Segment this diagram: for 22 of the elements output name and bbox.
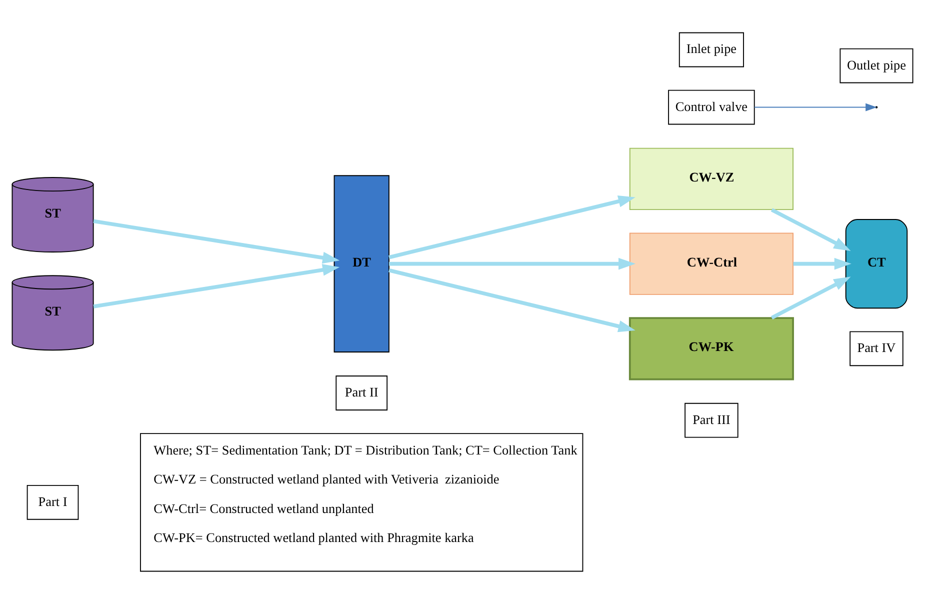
arrow xyxy=(770,276,851,319)
node-box: CW-VZ xyxy=(629,147,794,210)
node-box: Inlet pipe xyxy=(678,32,744,67)
node-box: Part III xyxy=(684,402,738,438)
arrow xyxy=(770,208,851,250)
arrow xyxy=(793,257,852,270)
node-box: Outlet pipe xyxy=(840,48,914,83)
node-box: CT xyxy=(845,218,908,308)
node-box: Where; ST= Sedimentation Tank; DT = Distribution Tank; CT= Collection Tank CW-VZ = Constructed wetland planted with Vetiveria zizanioide CW-Ctrl= Constructed wetland unplanted CW-PK= Constructed wetland planted with Phragmite karka xyxy=(140,432,584,572)
node-box: Control valve xyxy=(668,89,755,124)
arrow xyxy=(754,102,877,111)
node-box: Part I xyxy=(26,484,79,520)
node-box: Part IV xyxy=(850,330,904,366)
arrow xyxy=(388,195,636,259)
arrow xyxy=(93,263,340,308)
node-box: CW-PK xyxy=(628,316,794,380)
node-box: DT xyxy=(334,174,390,352)
arrow xyxy=(388,257,636,270)
arrow xyxy=(388,268,636,332)
node-box: CW-Ctrl xyxy=(629,232,794,294)
node-box: Part II xyxy=(336,375,388,410)
arrow xyxy=(93,218,340,264)
